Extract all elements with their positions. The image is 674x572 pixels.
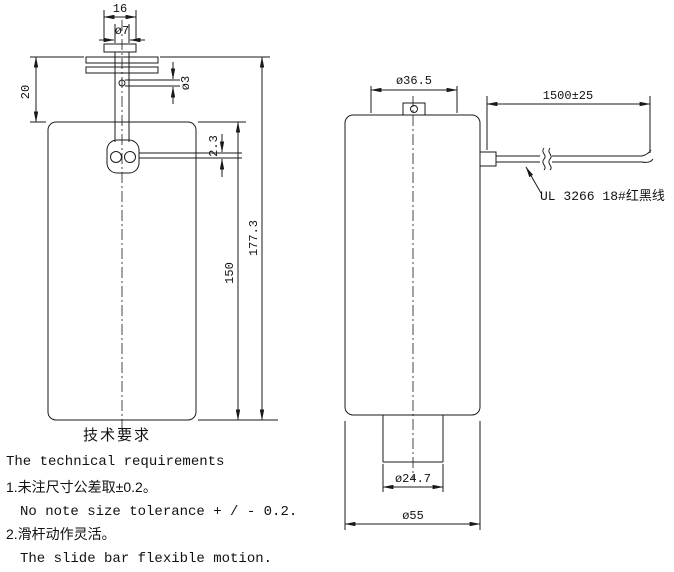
dim-plunger-diameter: ø24.7	[382, 464, 444, 492]
side-view: ø36.5 1500±25 UL 3266 18#红黑线	[344, 74, 665, 530]
dim-slot-width-label: 2.3	[207, 135, 221, 157]
wire-end-strand	[641, 149, 652, 157]
notes-heading-zh: 技术要求	[83, 427, 151, 444]
dim-lead-length: 1500±25	[486, 89, 651, 153]
notes-heading-en: The technical requirements	[6, 454, 224, 470]
dim-top-width-label: 16	[113, 2, 127, 16]
lead-wire	[479, 147, 654, 171]
dim-shaft-diameter: ø7	[99, 24, 145, 43]
dim-bracket-offset: 20	[19, 56, 84, 123]
note-1-zh: 1.未注尺寸公差取±0.2。	[6, 479, 157, 495]
dim-top-diameter-label: ø36.5	[396, 74, 432, 88]
front-body-outline	[47, 121, 197, 421]
dim-hole-diameter: ø3	[125, 62, 193, 104]
dim-body-height-label: 150	[223, 262, 237, 284]
technical-notes: 技术要求 The technical requirements 1.未注尺寸公差…	[6, 427, 297, 567]
dim-slot-width: 2.3	[139, 134, 242, 177]
dim-overall-height: 177.3	[160, 56, 270, 421]
dim-hole-diameter-label: ø3	[179, 76, 193, 90]
clevis-outline	[106, 139, 140, 174]
dim-body-diameter: ø55	[344, 421, 481, 530]
top-boss	[402, 102, 426, 116]
dim-shaft-diameter-label: ø7	[115, 24, 129, 38]
dim-bracket-offset-label: 20	[19, 85, 33, 99]
wire-callout: UL 3266 18#红黑线	[525, 166, 665, 204]
wire-break-mark	[542, 147, 546, 171]
dim-overall-height-label: 177.3	[247, 220, 261, 256]
note-2-en: The slide bar flexible motion.	[20, 551, 272, 567]
dim-plunger-diameter-label: ø24.7	[395, 472, 431, 486]
dim-top-diameter: ø36.5	[370, 74, 458, 113]
wire-grommet	[479, 151, 497, 167]
dim-body-height: 150	[198, 121, 278, 421]
wire-label: UL 3266 18#红黑线	[540, 188, 665, 204]
plunger-head-plate	[103, 43, 137, 53]
note-2-zh: 2.滑杆动作灵活。	[6, 526, 116, 542]
dim-lead-length-label: 1500±25	[543, 89, 593, 103]
bracket-plate-upper	[85, 56, 159, 64]
wire-break-mark	[548, 147, 552, 171]
top-boss-hole	[410, 105, 418, 113]
bottom-tube	[382, 415, 444, 463]
wire-end-strand	[641, 158, 654, 163]
dim-top-width: 16	[103, 2, 137, 40]
side-body-outline	[344, 114, 481, 416]
front-view: 16 ø7 20 ø3	[19, 2, 278, 432]
dim-body-diameter-label: ø55	[402, 509, 424, 523]
clevis-hole-right	[124, 151, 136, 163]
note-1-en: No note size tolerance + / - 0.2.	[20, 504, 297, 520]
bracket-plate-lower	[85, 66, 159, 74]
clevis-hole-left	[110, 151, 122, 163]
shaft-hole	[118, 79, 126, 87]
